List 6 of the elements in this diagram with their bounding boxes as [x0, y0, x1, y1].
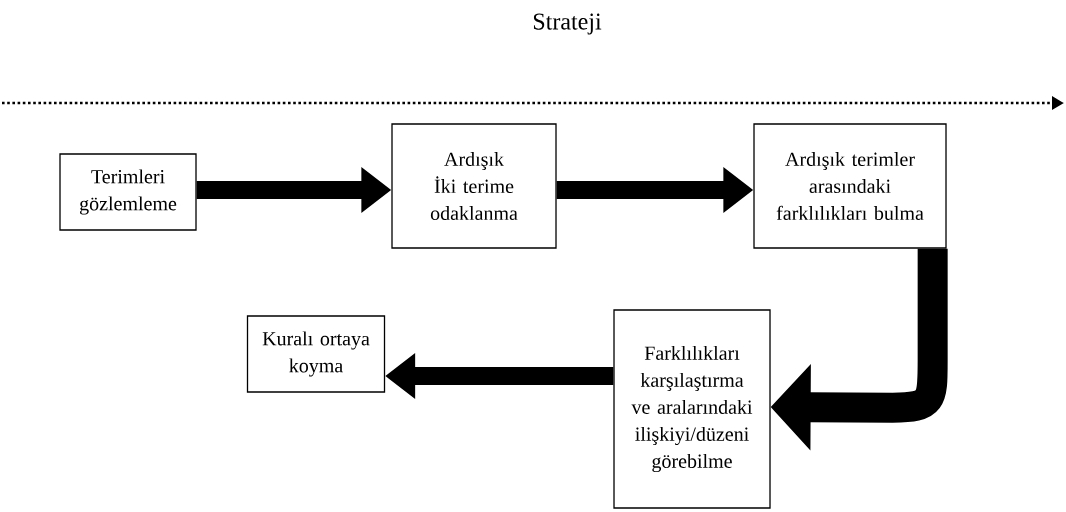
- process-box: Kuralı ortaya koyma: [246, 315, 386, 393]
- process-box: Terimleri gözlemleme: [59, 153, 197, 231]
- process-box: Farklılıkları karşılaştırma ve aralarındaki ilişkiyi/düzeni görebilme: [613, 309, 771, 509]
- title: Strateji: [533, 13, 602, 35]
- process-box: Ardışık İki terime odaklanma: [391, 123, 557, 249]
- process-box: Ardışık terimler arasındaki farklılıkları bulma: [753, 123, 947, 249]
